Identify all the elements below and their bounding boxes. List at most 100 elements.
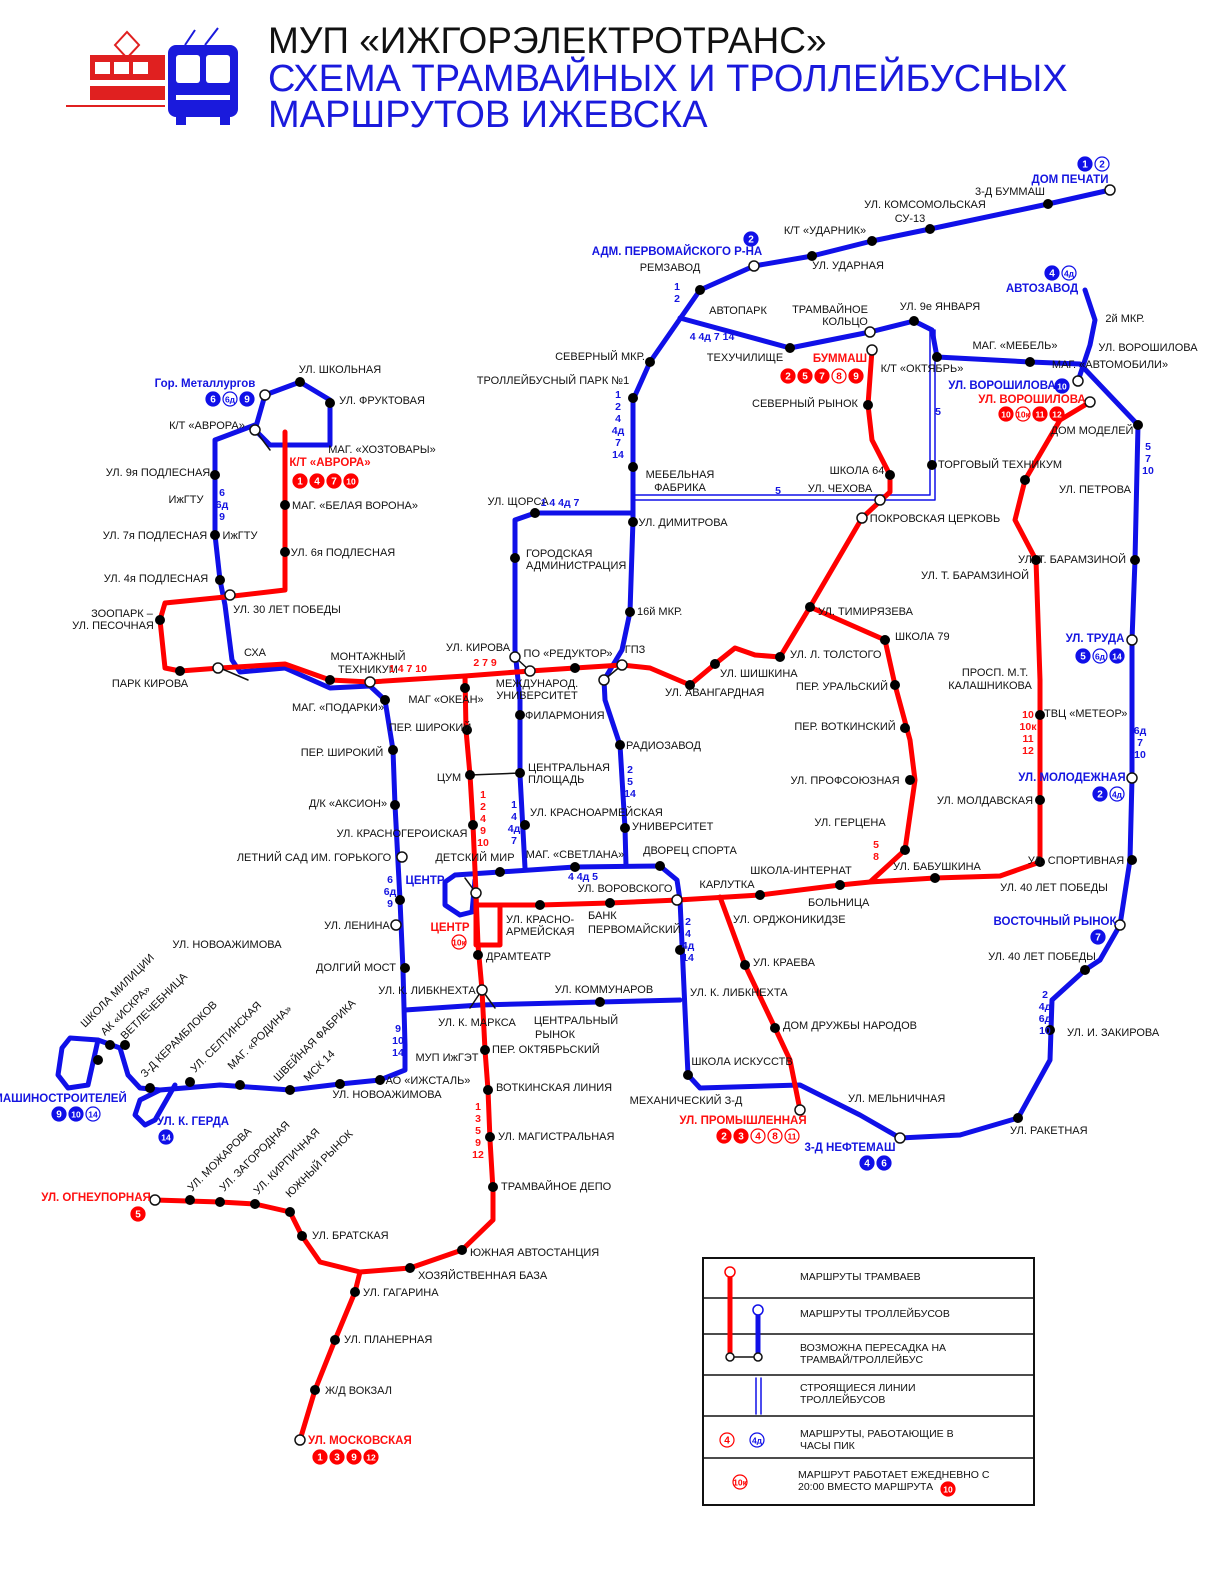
station-label-izhgtu2: ИжГТУ: [223, 530, 259, 542]
station-label-sevmkr: СЕВЕРНЫЙ МКР.: [555, 350, 645, 363]
transfer-station: [874, 494, 886, 506]
station-dot: [155, 615, 165, 625]
station-label-moskov: УЛ. МОСКОВСКАЯ: [308, 1435, 412, 1447]
transfer-station: [894, 1132, 906, 1144]
route-badge: [876, 1155, 892, 1171]
station-label-magistr: УЛ. МАГИСТРАЛЬНАЯ: [498, 1131, 615, 1143]
route-badge: [716, 1128, 732, 1144]
route-badge-number: 6д: [1095, 652, 1106, 662]
station-label-kmarksa: УЛ. К. МАРКСА: [438, 1017, 516, 1029]
station-label-truda: УЛ. ТРУДА: [1066, 633, 1125, 645]
station-label-torgteh: ТОРГОВЫЙ ТЕХНИКУМ: [938, 458, 1062, 471]
station-label-mkr2: 2й МКР.: [1105, 313, 1144, 325]
route-badge-number: 4д: [752, 1436, 763, 1446]
route-badge: [848, 368, 864, 384]
station-label-podl6: УЛ. 6я ПОДЛЕСНАЯ: [291, 547, 396, 559]
route-badge-number: 12: [1052, 410, 1062, 420]
route-badge: [1054, 378, 1070, 394]
station-dot: [770, 1023, 780, 1033]
station-dot: [807, 251, 817, 261]
station-label-novoazh1: УЛ. НОВОАЖИМОВА: [172, 939, 282, 951]
station-dot: [740, 960, 750, 970]
transfer-station: [149, 1194, 161, 1206]
station-dot: [210, 530, 220, 540]
station-dot: [495, 867, 505, 877]
transfer-station: [364, 676, 376, 688]
route-badge-number: 4: [755, 1132, 761, 1143]
station-label-detmir: ДЕТСКИЙ МИР: [435, 851, 514, 864]
route-badge: [1032, 406, 1048, 422]
station-label-gpz: ГПЗ: [625, 644, 646, 656]
station-label-gagarina: УЛ. ГАГАРИНА: [363, 1287, 439, 1299]
route-badge-number: 4: [314, 477, 320, 488]
station-label-ddn: ДОМ ДРУЖБЫ НАРОДОВ: [783, 1020, 917, 1032]
transfer-station: [1126, 772, 1138, 784]
route-badge-number: 10к: [1016, 410, 1030, 420]
station-dot: [390, 800, 400, 810]
station-dot: [620, 823, 630, 833]
trolleybus-line: [1075, 287, 1098, 384]
route-badge-number: 14: [88, 1110, 98, 1120]
station-label-shk64: ШКОЛА 64: [830, 465, 885, 477]
legend-text-trolley: МАРШРУТЫ ТРОЛЛЕЙБУСОВ: [800, 1307, 950, 1320]
station-dot: [395, 895, 405, 905]
station-dot: [480, 1045, 490, 1055]
trolleybus-line: [601, 187, 1113, 869]
station-label-univer: УНИВЕРСИТЕТ: [632, 821, 714, 833]
route-badge-number: 6: [881, 1159, 887, 1170]
route-badge: [326, 473, 342, 489]
route-badge: [750, 1128, 766, 1144]
station-label-oktyabr: К/Т «ОКТЯБРЬ»: [881, 363, 964, 375]
transfer-station: [1126, 634, 1138, 646]
route-badges: 7: [1090, 929, 1106, 945]
station-label-metall: Гор. Металлургов: [155, 378, 256, 390]
legend-text-constr2: ТРОЛЛЕЙБУСОВ: [800, 1393, 885, 1406]
route-badge-number: 6: [210, 395, 216, 406]
route-badge-number: 9: [244, 395, 250, 406]
station-dot: [675, 945, 685, 955]
station-dot: [695, 285, 705, 295]
station-label-remzavod: РЕМЗАВОД: [640, 262, 701, 274]
transfer-station: [1104, 184, 1116, 196]
route-badge-number: 4д: [1112, 790, 1123, 800]
route-badge-number: 2: [785, 372, 791, 383]
route-badge: [859, 1155, 875, 1171]
station-dot: [350, 1287, 360, 1297]
station-dot: [215, 1197, 225, 1207]
station-label-mu1: МЕЖДУНАРОД.: [496, 678, 578, 690]
station-label-avtopark: АВТОПАРК: [709, 305, 767, 317]
station-dot: [628, 462, 638, 472]
route-badge: [363, 1449, 379, 1465]
station-dot: [900, 723, 910, 733]
station-label-vostrynok: ВОСТОЧНЫЙ РЫНОК: [994, 915, 1118, 928]
station-label-izhget: МУП ИжГЭТ: [416, 1052, 479, 1064]
station-label-hozbaza: ХОЗЯЙСТВЕННАЯ БАЗА: [418, 1269, 548, 1282]
station-dot: [615, 740, 625, 750]
route-badge-number: 12: [366, 1453, 376, 1463]
transfer-station: [864, 326, 876, 338]
transfer-link: [219, 667, 249, 681]
station-label-bratsk: УЛ. БРАТСКАЯ: [312, 1230, 389, 1242]
station-dot: [310, 1385, 320, 1395]
station-dot: [465, 770, 475, 780]
transfer-station: [856, 512, 868, 524]
route-badge-number: 2: [748, 235, 754, 246]
station-label-tk1: ТРАМВАЙНОЕ: [792, 303, 868, 316]
station-dot: [388, 745, 398, 755]
tram-line: [717, 894, 803, 1113]
station-label-trpark: ТРОЛЛЕЙБУСНЫЙ ПАРК №1: [477, 374, 629, 387]
station-label-vorovsk: УЛ. ВОРОВСКОГО: [578, 883, 673, 895]
station-dot: [335, 1079, 345, 1089]
station-label-zakirova: УЛ. И. ЗАКИРОВА: [1067, 1027, 1160, 1039]
station-label-libk_w: УЛ. К. ЛИБКНЕХТА: [378, 985, 476, 997]
station-label-zoo2: УЛ. ПЕСОЧНАЯ: [72, 620, 154, 632]
